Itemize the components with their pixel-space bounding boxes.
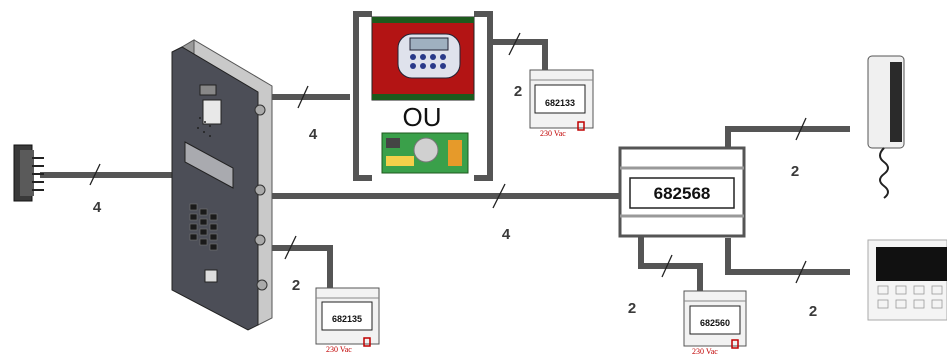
slash xyxy=(795,117,807,141)
module-b-code: 682133 xyxy=(545,98,575,108)
module-c-code: 682560 xyxy=(700,318,730,328)
label-main-bus: 4 xyxy=(502,226,511,243)
hub-box: 682568 xyxy=(618,146,746,238)
label-controller-module-b: 2 xyxy=(514,83,522,100)
slash xyxy=(492,183,506,209)
label-panel-module-a: 2 xyxy=(292,277,300,294)
slash xyxy=(297,85,309,109)
slash xyxy=(508,32,521,56)
wire-hub-module-c xyxy=(638,237,703,292)
label-panel-controller: 4 xyxy=(309,126,318,143)
module-a-voltage: 230 Vac xyxy=(326,345,352,354)
power-module-c: 682560 230 Vac xyxy=(683,290,747,356)
module-c-voltage: 230 Vac xyxy=(692,347,718,356)
slash xyxy=(284,235,297,260)
wire-slashes xyxy=(89,32,807,284)
slash xyxy=(661,254,673,278)
module-a-code: 682135 xyxy=(332,314,362,324)
circuit-board-icon xyxy=(381,132,469,174)
slash xyxy=(89,163,101,186)
label-hub-module-c: 2 xyxy=(628,300,636,317)
handset-icon xyxy=(867,55,905,199)
wire-controller-module-b xyxy=(492,39,548,72)
wire-hub-handset xyxy=(725,126,850,148)
label-to-monitor: 2 xyxy=(809,303,817,320)
label-to-handset: 2 xyxy=(791,163,799,180)
module-b-voltage: 230 Vac xyxy=(540,129,566,138)
label-keypad-link: 4 xyxy=(93,199,102,216)
video-monitor-icon xyxy=(867,239,947,321)
power-module-b: 682133 230 Vac xyxy=(529,69,594,138)
wire-panel-module-a xyxy=(265,245,333,290)
hub-code: 682568 xyxy=(654,184,711,203)
alternative-label: OU xyxy=(403,102,442,132)
keypad-reader-icon xyxy=(13,144,44,202)
door-panel-icon xyxy=(171,39,273,331)
alternative-brackets xyxy=(353,11,493,181)
power-module-a: 682135 230 Vac xyxy=(315,287,380,354)
wires xyxy=(40,39,850,292)
wire-hub-monitor xyxy=(725,238,850,275)
slash xyxy=(795,260,807,284)
control-unit-icon xyxy=(371,16,475,101)
